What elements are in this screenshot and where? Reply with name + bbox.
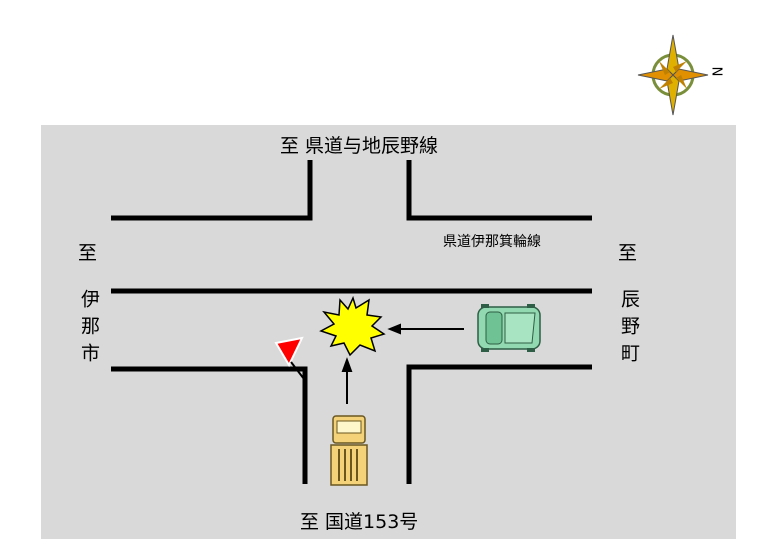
south-road-label: 至 国道153号: [300, 511, 419, 533]
stop-sign-icon: [274, 336, 304, 368]
east-place-label: 辰野町: [618, 289, 640, 370]
car-icon: [477, 304, 541, 352]
west-place-label: 伊那市: [78, 289, 100, 370]
compass-rose-icon: [637, 34, 709, 116]
east-to-label: 至: [618, 242, 638, 264]
west-to-label: 至: [78, 242, 98, 264]
map-background: [41, 125, 736, 539]
east-road-label: 県道伊那箕輪線: [443, 234, 541, 250]
truck-icon: [330, 415, 368, 486]
collision-burst-icon: [319, 295, 386, 357]
north-road-label: 至 県道与地辰野線: [280, 135, 439, 157]
movement-arrows: [341, 323, 464, 404]
road-edges: [111, 160, 592, 484]
stop-sign-pole: [290, 361, 305, 380]
compass-north-label: N: [708, 66, 724, 77]
